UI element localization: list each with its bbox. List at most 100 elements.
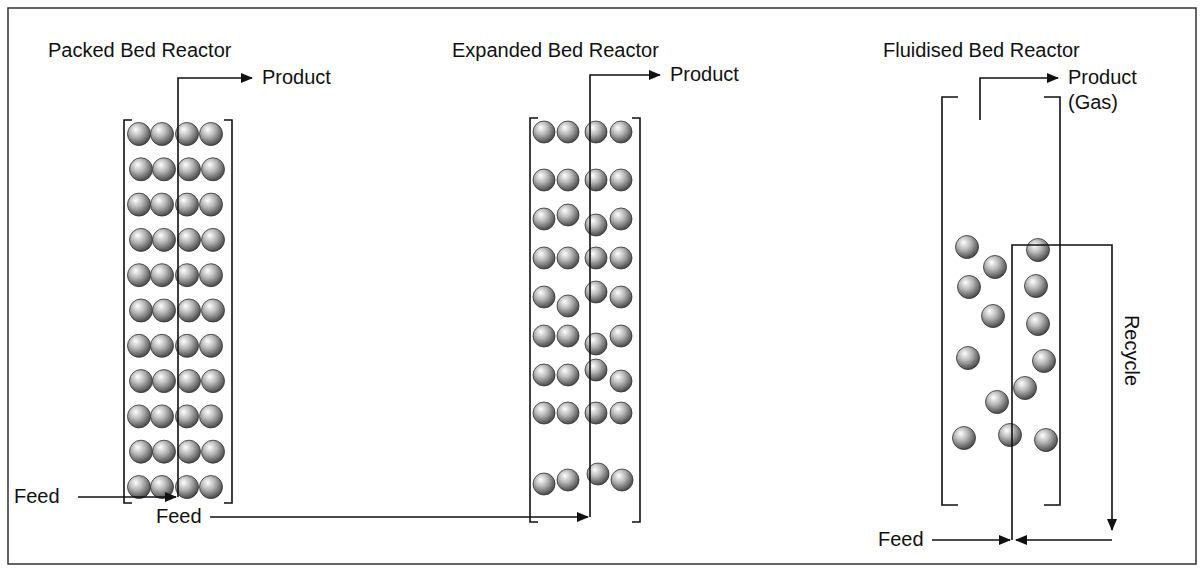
- catalyst-sphere: [956, 236, 979, 259]
- catalyst-sphere: [151, 476, 174, 499]
- catalyst-sphere: [610, 169, 632, 191]
- catalyst-sphere: [200, 476, 223, 499]
- catalyst-sphere: [957, 347, 980, 370]
- catalyst-sphere: [1035, 429, 1058, 452]
- catalyst-sphere: [533, 325, 555, 347]
- frame: [8, 8, 1196, 564]
- catalyst-sphere: [611, 469, 633, 491]
- catalyst-sphere: [533, 286, 555, 308]
- catalyst-sphere: [153, 158, 176, 181]
- stream-label: Product: [670, 62, 739, 87]
- catalyst-sphere: [153, 440, 176, 463]
- catalyst-sphere: [200, 405, 223, 428]
- catalyst-sphere: [151, 405, 174, 428]
- catalyst-sphere: [128, 264, 151, 287]
- catalyst-sphere: [585, 169, 607, 191]
- catalyst-sphere: [130, 299, 153, 322]
- reactor-title: Fluidised Bed Reactor: [883, 38, 1080, 63]
- catalyst-sphere: [153, 299, 176, 322]
- catalyst-sphere: [176, 476, 199, 499]
- stream-label: Feed: [156, 504, 202, 529]
- catalyst-sphere: [128, 123, 151, 146]
- catalyst-sphere: [585, 359, 607, 381]
- catalyst-sphere: [533, 208, 555, 230]
- catalyst-sphere: [557, 295, 579, 317]
- catalyst-sphere: [178, 158, 201, 181]
- catalyst-sphere: [202, 158, 225, 181]
- spheres: [128, 121, 1058, 499]
- catalyst-sphere: [178, 440, 201, 463]
- catalyst-sphere: [610, 208, 632, 230]
- catalyst-sphere: [982, 305, 1005, 328]
- catalyst-sphere: [153, 228, 176, 251]
- catalyst-sphere: [128, 405, 151, 428]
- catalyst-sphere: [585, 333, 607, 355]
- catalyst-sphere: [202, 299, 225, 322]
- catalyst-sphere: [128, 334, 151, 357]
- catalyst-sphere: [610, 325, 632, 347]
- catalyst-sphere: [533, 402, 555, 424]
- catalyst-sphere: [610, 370, 632, 392]
- catalyst-sphere: [1033, 350, 1056, 373]
- catalyst-sphere: [610, 121, 632, 143]
- catalyst-sphere: [1014, 377, 1037, 400]
- catalyst-sphere: [178, 299, 201, 322]
- stream-label: Recycle: [1119, 314, 1144, 385]
- catalyst-sphere: [202, 440, 225, 463]
- catalyst-sphere: [178, 228, 201, 251]
- catalyst-sphere: [130, 370, 153, 393]
- catalyst-sphere: [557, 121, 579, 143]
- stream-label: Feed: [14, 484, 60, 509]
- stream-label: Feed: [878, 527, 924, 552]
- stream-label: Product: [262, 65, 331, 90]
- catalyst-sphere: [557, 204, 579, 226]
- catalyst-sphere: [200, 334, 223, 357]
- catalyst-sphere: [176, 264, 199, 287]
- stream-label: Product (Gas): [1068, 65, 1148, 115]
- catalyst-sphere: [533, 364, 555, 386]
- catalyst-sphere: [1027, 313, 1050, 336]
- catalyst-sphere: [153, 370, 176, 393]
- catalyst-sphere: [533, 473, 555, 495]
- catalyst-sphere: [202, 228, 225, 251]
- catalyst-sphere: [557, 402, 579, 424]
- catalyst-sphere: [986, 391, 1009, 414]
- catalyst-sphere: [128, 476, 151, 499]
- catalyst-sphere: [585, 247, 607, 269]
- catalyst-sphere: [178, 370, 201, 393]
- catalyst-sphere: [585, 402, 607, 424]
- catalyst-sphere: [151, 193, 174, 216]
- catalyst-sphere: [176, 334, 199, 357]
- catalyst-sphere: [128, 193, 151, 216]
- catalyst-sphere: [557, 247, 579, 269]
- catalyst-sphere: [1025, 275, 1048, 298]
- catalyst-sphere: [585, 214, 607, 236]
- catalyst-sphere: [200, 264, 223, 287]
- catalyst-sphere: [176, 405, 199, 428]
- catalyst-sphere: [958, 276, 981, 299]
- reactor-title: Expanded Bed Reactor: [452, 38, 659, 63]
- brackets: [124, 97, 1060, 522]
- catalyst-sphere: [585, 121, 607, 143]
- catalyst-sphere: [984, 256, 1007, 279]
- catalyst-sphere: [557, 469, 579, 491]
- catalyst-sphere: [953, 427, 976, 450]
- catalyst-sphere: [533, 121, 555, 143]
- catalyst-sphere: [176, 123, 199, 146]
- catalyst-sphere: [200, 123, 223, 146]
- catalyst-sphere: [130, 158, 153, 181]
- catalyst-sphere: [151, 334, 174, 357]
- catalyst-sphere: [585, 281, 607, 303]
- catalyst-sphere: [557, 169, 579, 191]
- catalyst-sphere: [202, 370, 225, 393]
- catalyst-sphere: [151, 123, 174, 146]
- catalyst-sphere: [610, 402, 632, 424]
- catalyst-sphere: [130, 228, 153, 251]
- catalyst-sphere: [151, 264, 174, 287]
- catalyst-sphere: [1027, 239, 1050, 262]
- catalyst-sphere: [557, 364, 579, 386]
- reactor-title: Packed Bed Reactor: [48, 38, 231, 63]
- catalyst-sphere: [130, 440, 153, 463]
